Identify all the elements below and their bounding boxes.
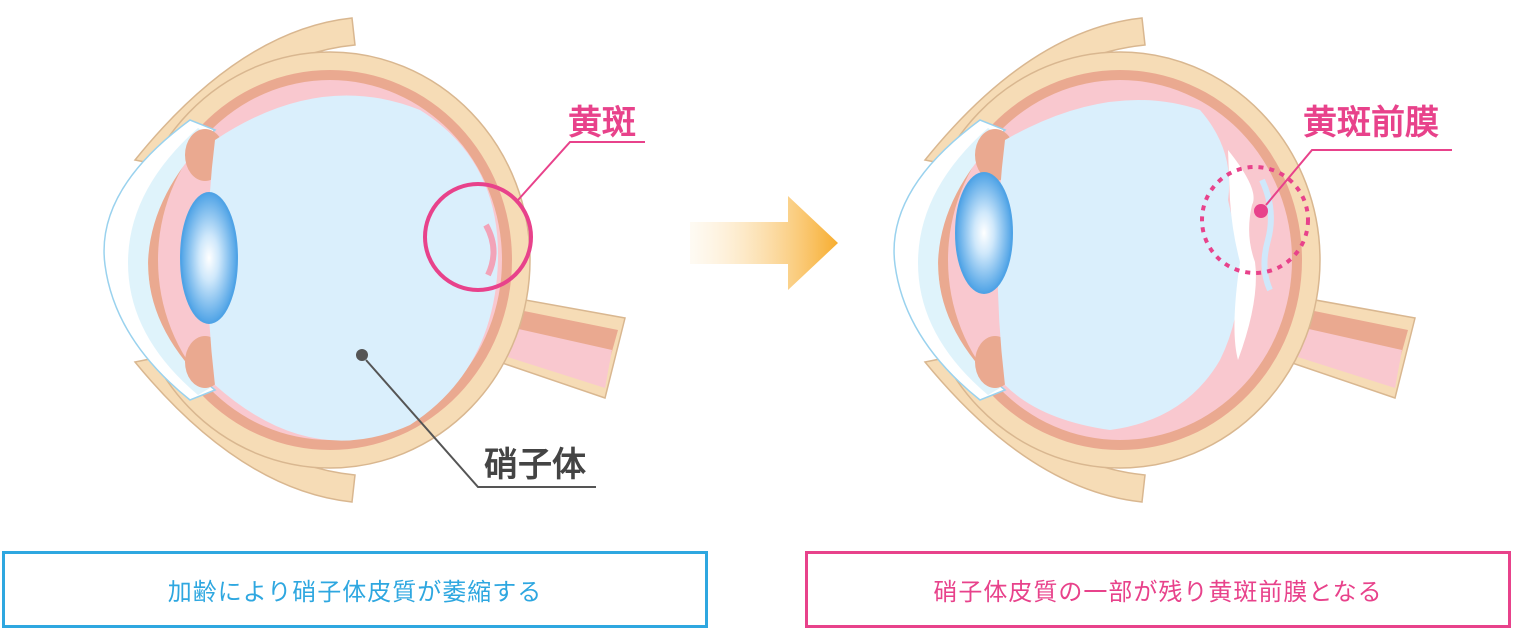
membrane-dot	[1254, 204, 1268, 218]
membrane-label: 黄斑前膜	[1303, 103, 1439, 143]
lens	[180, 192, 238, 324]
caption-left-text: 加齢により硝子体皮質が萎縮する	[167, 578, 543, 606]
membrane-dotted-circle	[1200, 165, 1310, 275]
macula-circle	[423, 182, 533, 292]
vitreous-body	[207, 95, 499, 441]
caption-left: 加齢により硝子体皮質が萎縮する	[2, 551, 708, 628]
macula-leader-line	[517, 141, 645, 201]
progression-arrow	[690, 196, 838, 290]
macula-label: 黄斑	[568, 103, 636, 143]
vitreous-pointer-dot	[356, 349, 368, 361]
caption-right-text: 硝子体皮質の一部が残り黄斑前膜となる	[933, 578, 1383, 606]
left-eye: 黄斑 硝子体	[103, 17, 645, 503]
epiretinal-membrane	[1259, 178, 1274, 292]
caption-right: 硝子体皮質の一部が残り黄斑前膜となる	[805, 551, 1511, 628]
shrunken-vitreous	[997, 100, 1242, 430]
vitreous-leader-line	[365, 359, 596, 488]
vitreous-label: 硝子体	[484, 445, 586, 485]
right-eye: 黄斑前膜	[893, 17, 1452, 503]
membrane-leader-line	[1265, 149, 1452, 206]
lens-right	[955, 172, 1013, 294]
